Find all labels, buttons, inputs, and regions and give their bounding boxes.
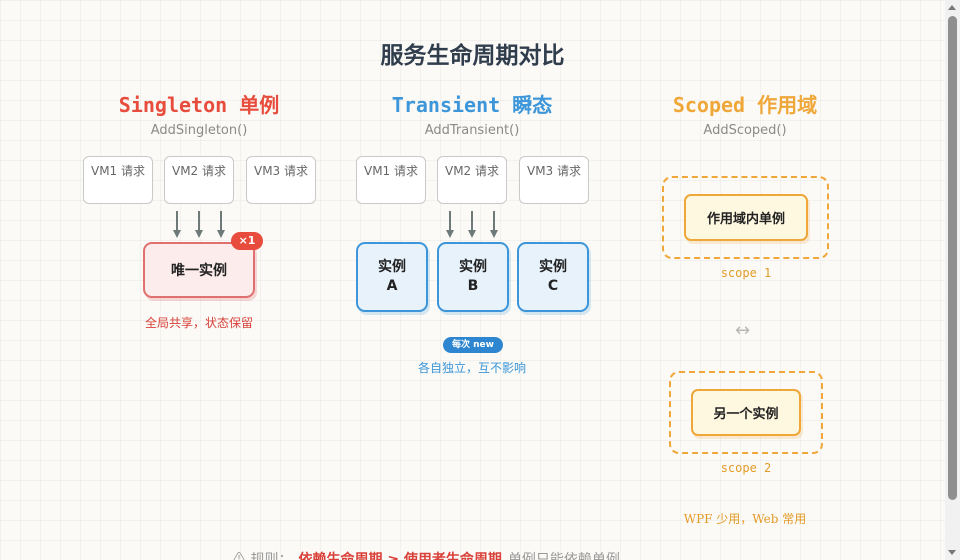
- transient-request-vm2: VM2 请求: [437, 156, 507, 204]
- instance-id: C: [547, 278, 559, 294]
- swap-arrow-icon: ↔: [735, 320, 751, 341]
- transient-instance-a: 实例 A: [356, 242, 428, 312]
- transient-request-vm1: VM1 请求: [356, 156, 426, 204]
- transient-instance-b: 实例 B: [437, 242, 509, 312]
- scoped-method: AddScoped(): [703, 123, 787, 138]
- instance-label: 实例: [539, 259, 567, 275]
- scrollbar-thumb[interactable]: [948, 16, 957, 500]
- singleton-request-vm3: VM3 请求: [246, 156, 316, 204]
- page-title: 服务生命周期对比: [380, 42, 565, 69]
- singleton-instance: 唯一实例: [143, 242, 255, 298]
- transient-instance-c: 实例 C: [517, 242, 589, 312]
- instance-id: A: [386, 278, 398, 294]
- transient-new-badge: 每次 new: [443, 337, 503, 353]
- scope-1-box: [662, 176, 829, 259]
- instance-id: B: [467, 278, 479, 294]
- scroll-up-icon[interactable]: [948, 5, 956, 10]
- instance-label: 实例: [378, 259, 406, 275]
- instance-label: 实例: [459, 259, 487, 275]
- scope-2-instance: 另一个实例: [691, 389, 801, 436]
- singleton-method: AddSingleton(): [150, 123, 248, 138]
- arrow-down-icon: [490, 211, 498, 238]
- transient-method: AddTransient(): [424, 123, 520, 138]
- warning-prefix: ⚠ 规则：: [232, 552, 293, 560]
- transient-request-vm3: VM3 请求: [519, 156, 589, 204]
- scope-1-instance: 作用域内单例: [684, 194, 808, 241]
- arrow-down-icon: [446, 211, 454, 238]
- arrow-down-icon: [468, 211, 476, 238]
- singleton-title: Singleton 单例: [118, 93, 280, 117]
- rule-text: 依赖生命周期 ≥ 使用者生命周期: [298, 552, 502, 560]
- singleton-note: 全局共享，状态保留: [144, 316, 253, 330]
- arrow-down-icon: [195, 211, 203, 238]
- scope-2-label: scope 2: [720, 461, 772, 475]
- scope-2-box: [669, 371, 823, 454]
- lifetime-rule: ⚠ 规则： 依赖生命周期 ≥ 使用者生命周期单例只能依赖单例: [232, 549, 620, 560]
- singleton-count-badge: ×1: [231, 232, 263, 250]
- arrow-down-icon: [173, 211, 181, 238]
- scroll-down-icon[interactable]: [948, 550, 956, 555]
- scope-1-label: scope 1: [720, 266, 772, 280]
- transient-title: Transient 瞬态: [391, 93, 553, 117]
- scoped-note: WPF 少用，Web 常用: [683, 512, 807, 526]
- vertical-scrollbar[interactable]: [945, 0, 960, 560]
- rule-suffix: 单例只能依赖单例: [507, 552, 620, 560]
- arrow-down-icon: [217, 211, 225, 238]
- singleton-request-vm1: VM1 请求: [83, 156, 153, 204]
- transient-note: 各自独立，互不影响: [417, 361, 526, 375]
- scoped-title: Scoped 作用域: [672, 93, 818, 117]
- singleton-request-vm2: VM2 请求: [164, 156, 234, 204]
